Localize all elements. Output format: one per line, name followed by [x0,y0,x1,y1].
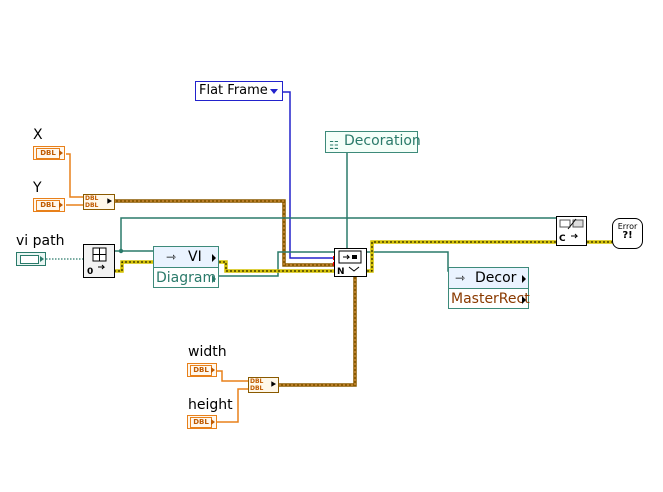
property-node-header: ⇾ Decor [449,268,528,289]
x-control-terminal[interactable]: DBL [33,146,65,160]
bundle-position[interactable]: DBL DBL ⯈ [83,194,115,210]
property-name: Diagram [156,270,217,286]
bundle-icon: ⯈ [105,197,113,208]
dbl-text: DBL [36,200,60,211]
y-control-terminal[interactable]: DBL [33,198,65,212]
wire-style[interactable] [283,91,334,259]
wire-height[interactable] [217,388,248,423]
new-object-function[interactable]: N [334,248,367,277]
svg-text:C: C [559,234,566,244]
bundle-in-2: DBL [85,202,99,209]
style-ring-constant[interactable]: Flat Frame [195,81,283,101]
property-row-masterrect[interactable]: MasterRect [449,289,530,310]
wire-owner[interactable] [219,251,334,277]
property-row-diagram[interactable]: Diagram [154,268,218,289]
wrench-icon: ⇾ [166,250,177,264]
decor-property-node[interactable]: ⇾ Decor MasterRect [448,267,530,310]
property-name: MasterRect [451,291,530,307]
dbl-text: DBL [190,417,212,428]
dbl-text: DBL [36,148,60,159]
property-node-header: ⇾ VI [154,247,218,268]
bundle-icon: ⯈ [269,380,277,391]
label-width: width [188,344,227,360]
simple-error-handler[interactable]: Error ?! [612,218,643,249]
wire-new-ref[interactable] [367,251,451,272]
height-control-terminal[interactable]: DBL [187,415,217,429]
svg-text:N: N [337,267,345,276]
wire-width[interactable] [217,370,248,382]
bundle-size[interactable]: DBL DBL ⯈ [248,377,279,393]
dbl-text: DBL [190,365,212,376]
label-x: X [33,127,43,143]
ring-value: Flat Frame [199,83,268,98]
close-reference-icon: C [559,218,584,244]
bundle-in-1: DBL [250,378,264,385]
property-class-label: Decor [475,270,517,286]
wire-error-1[interactable] [114,260,153,273]
width-control-terminal[interactable]: DBL [187,363,217,377]
close-reference-function[interactable]: C [556,216,587,246]
class-constant-value: Decoration [344,133,421,149]
dropdown-arrow-icon[interactable] [270,89,278,94]
class-hierarchy-icon: ☷ [329,139,339,152]
wire-x[interactable] [66,153,83,198]
property-class-label: VI [188,249,202,265]
open-vi-icon: 0 [87,247,107,277]
wire-size-cluster[interactable] [279,277,357,387]
error-text: Error [617,222,638,231]
bundle-in-1: DBL [85,195,99,202]
wire-position-cluster[interactable] [114,199,334,267]
error-glyph: ?! [622,230,633,241]
vi-path-control-terminal[interactable] [16,252,46,266]
wrench-icon: ⇾ [455,271,466,285]
label-height: height [188,397,233,413]
label-vi-path: vi path [16,233,65,249]
open-vi-reference-function[interactable]: 0 [83,244,115,278]
label-y: Y [33,180,42,196]
class-constant[interactable]: ☷ Decoration [325,131,421,153]
new-object-icon: N [337,250,362,277]
vi-property-node[interactable]: ⇾ VI Diagram [153,246,219,288]
svg-text:0: 0 [87,267,93,277]
bundle-in-2: DBL [250,385,264,392]
